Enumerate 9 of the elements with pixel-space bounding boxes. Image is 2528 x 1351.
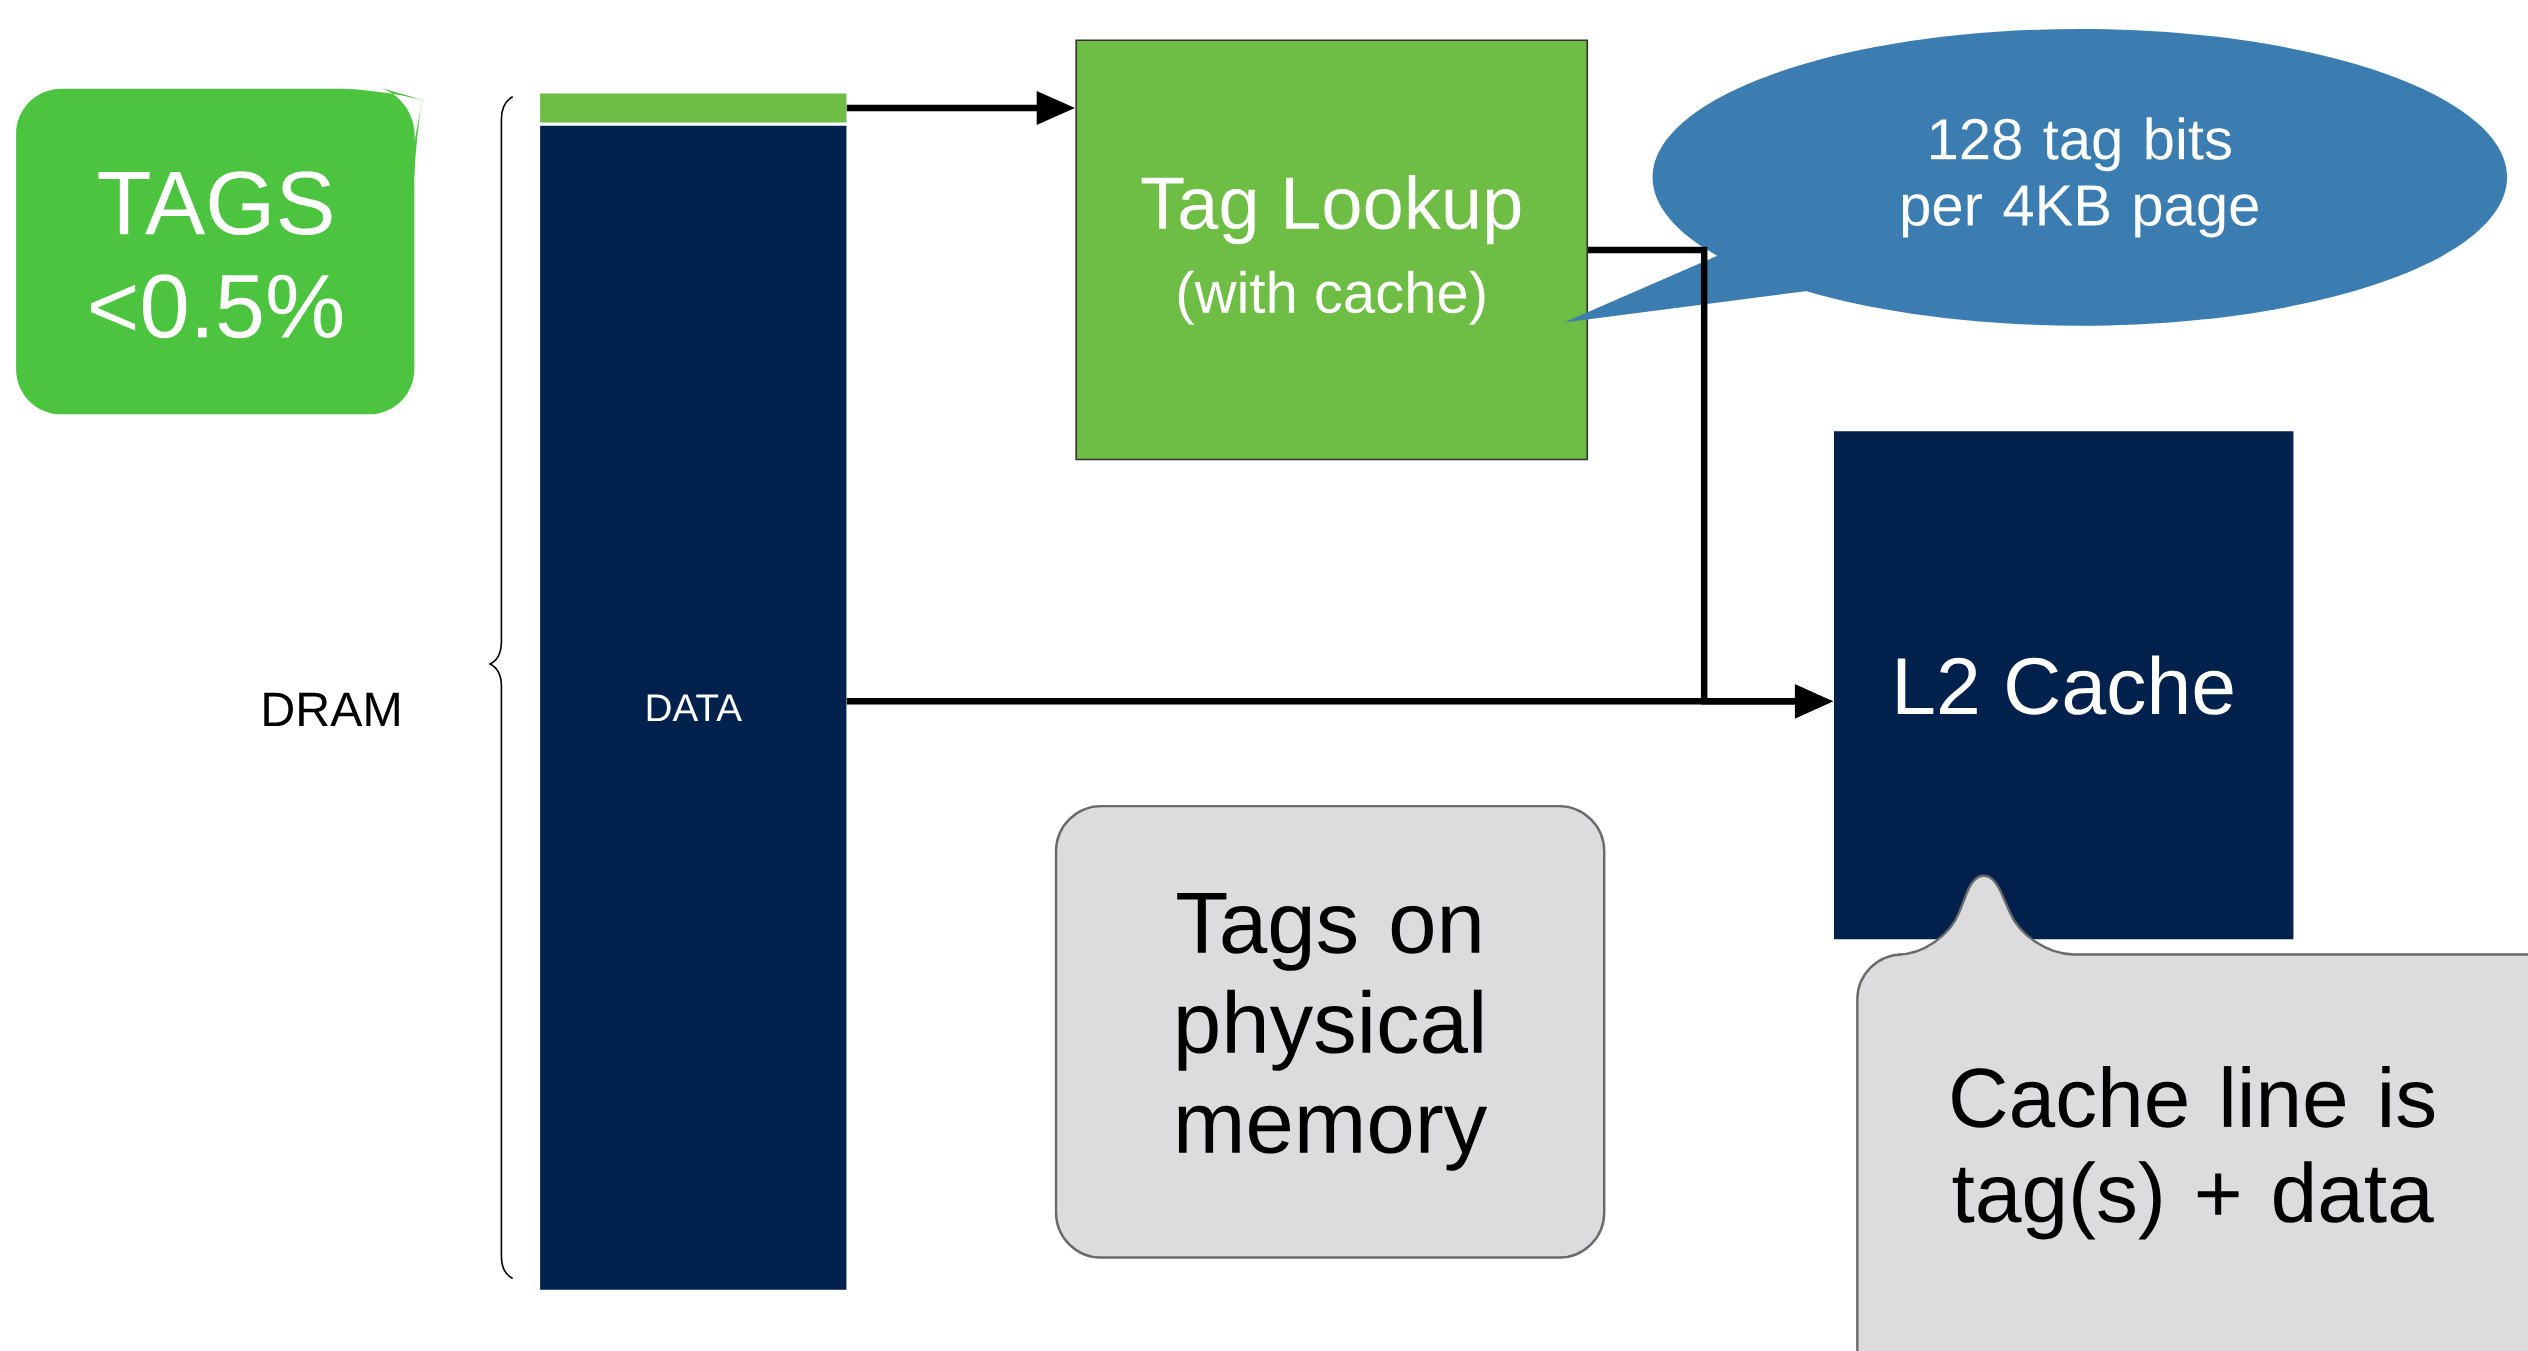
process-box: Tag Lookup (with cache) — [1075, 39, 1589, 461]
process-box: DATA — [540, 125, 847, 1290]
speech-bubble: TAGS <0.5% — [16, 87, 428, 415]
bar-block — [540, 93, 847, 123]
speech-bubble: Cache line is tag(s) + data — [1856, 874, 2528, 1351]
speech-bubble: 128 tag bits per 4KB page — [1563, 29, 2508, 326]
speech-bubble: Tags on physical memory — [1054, 804, 1606, 1259]
text-label: DRAM — [264, 692, 399, 726]
process-box: L2 Cache — [1833, 431, 2294, 940]
